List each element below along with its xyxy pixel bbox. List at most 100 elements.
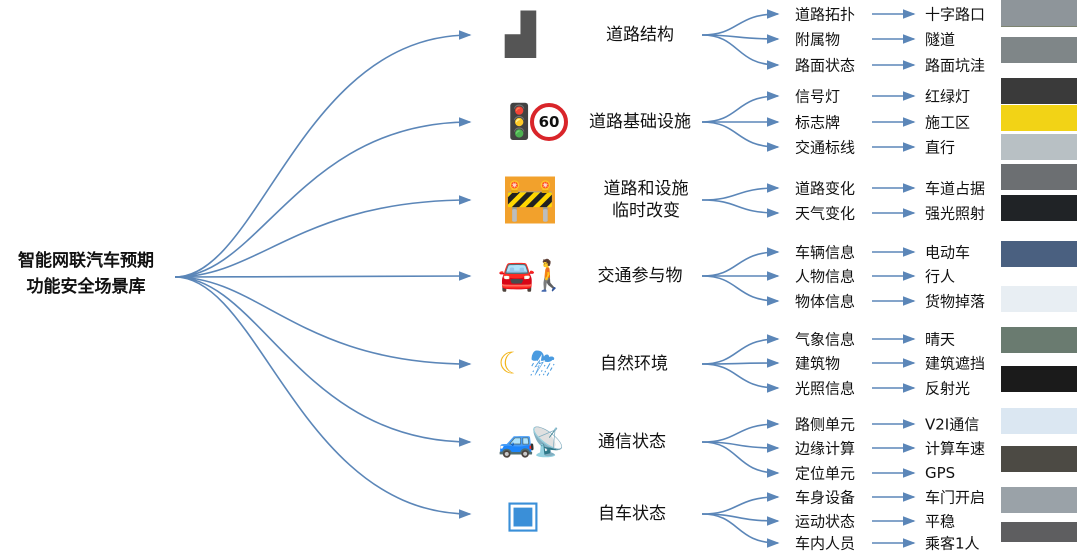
sunny-road-photo	[1001, 327, 1077, 353]
category-label-line: 道路结构	[606, 25, 674, 45]
category-label: 道路和设施临时改变	[604, 178, 689, 222]
connector	[174, 117, 472, 278]
connector	[701, 334, 780, 365]
connector	[174, 276, 472, 447]
car-icon: 🚘	[498, 258, 536, 294]
connector	[174, 271, 472, 281]
example: 货物掉落	[925, 292, 986, 311]
connector	[701, 441, 780, 478]
category-label-line: 自然环境	[600, 354, 668, 374]
sub-category: 天气变化	[795, 204, 856, 223]
sub-category: 路面状态	[795, 56, 856, 75]
connector	[174, 30, 472, 278]
example: 计算车速	[925, 439, 986, 458]
speed-limit-sign-icon: 60	[530, 103, 568, 141]
category-label: 道路基础设施	[589, 111, 691, 133]
pedestrian-icon: 🚶	[530, 258, 568, 294]
example: 晴天	[925, 330, 956, 349]
category-label: 通信状态	[598, 431, 666, 453]
example: 行人	[925, 267, 956, 286]
category-label: 自然环境	[600, 353, 668, 375]
example: 建筑遮挡	[925, 354, 986, 373]
glare-photo	[1001, 195, 1077, 221]
root-title-line2: 功能安全场景库	[26, 277, 146, 297]
moon-icon: ☾	[498, 346, 525, 382]
sub-category: 交通标线	[795, 138, 856, 157]
sub-category: 光照信息	[795, 379, 856, 398]
sub-category: 车内人员	[795, 534, 856, 553]
gps-photo	[1001, 446, 1077, 472]
category-label: 自车状态	[598, 503, 666, 525]
connector	[701, 199, 780, 218]
road-work-icon: 🚧	[505, 176, 555, 224]
connector	[701, 9, 780, 36]
sub-category: 路侧单元	[795, 415, 856, 434]
category-label-line: 交通参与物	[597, 266, 683, 286]
sub-category: 道路变化	[795, 179, 856, 198]
example: 强光照射	[925, 204, 986, 223]
sub-category: 建筑物	[795, 354, 841, 373]
example: 十字路口	[925, 5, 986, 24]
sub-category: 定位单元	[795, 464, 856, 483]
root-title: 智能网联汽车预期 功能安全场景库	[0, 248, 172, 300]
connected-car-icon: 🚙	[498, 424, 536, 460]
connector	[174, 195, 472, 278]
category-label-line: 道路和设施	[603, 179, 689, 199]
connector	[701, 183, 780, 201]
e-bike-photo	[1001, 241, 1077, 267]
example: GPS	[925, 464, 956, 482]
connector	[701, 363, 780, 393]
connector	[174, 276, 472, 369]
chevron-sign-photo	[1001, 105, 1077, 131]
category-label-line: 自车状态	[598, 504, 666, 524]
category-label-line: 临时改变	[612, 201, 680, 221]
sub-category: 附属物	[795, 30, 841, 49]
sub-category: 气象信息	[795, 330, 856, 349]
sub-category: 运动状态	[795, 512, 856, 531]
tunnel-photo	[1001, 0, 1077, 26]
antenna-icon: 📡	[530, 425, 565, 459]
example: V2I通信	[925, 415, 980, 434]
example: 反射光	[925, 379, 971, 398]
passenger-photo	[1001, 522, 1077, 542]
connector	[701, 513, 780, 548]
sub-category: 人物信息	[795, 267, 856, 286]
category-label-line: 通信状态	[598, 432, 666, 452]
connector	[701, 247, 780, 277]
v2i-diagram	[1001, 408, 1077, 434]
pothole-photo	[1001, 37, 1077, 63]
road-intersection-icon: ▟	[505, 12, 536, 58]
sub-category: 道路拓扑	[795, 5, 856, 24]
connector	[701, 492, 780, 515]
example: 乘客1人	[925, 534, 980, 553]
reflection-photo	[1001, 366, 1077, 392]
sub-category: 物体信息	[795, 292, 856, 311]
lane-marking-photo	[1001, 134, 1077, 160]
example: 车门开启	[925, 488, 986, 507]
car-door-photo	[1001, 487, 1077, 513]
example: 平稳	[925, 512, 956, 531]
connector	[701, 91, 780, 123]
category-label: 道路结构	[606, 24, 674, 46]
example: 路面坑洼	[925, 56, 986, 75]
category-label: 交通参与物	[598, 265, 683, 287]
category-label-line: 道路基础设施	[589, 112, 691, 132]
example: 隧道	[925, 30, 956, 49]
example: 直行	[925, 138, 956, 157]
example: 电动车	[925, 243, 971, 262]
falling-cargo-photo	[1001, 286, 1077, 312]
connector	[701, 419, 780, 443]
connector	[174, 276, 472, 519]
root-title-line1: 智能网联汽车预期	[18, 251, 154, 271]
sub-category: 标志牌	[795, 113, 841, 132]
connector	[701, 34, 780, 70]
example: 车道占据	[925, 179, 986, 198]
connector	[701, 275, 780, 306]
vehicle-control-icon: ▣	[505, 492, 541, 536]
example: 红绿灯	[925, 87, 971, 106]
sub-category: 信号灯	[795, 87, 841, 106]
sub-category: 边缘计算	[795, 439, 856, 458]
lane-occupied-photo	[1001, 164, 1077, 190]
connector	[701, 121, 780, 152]
